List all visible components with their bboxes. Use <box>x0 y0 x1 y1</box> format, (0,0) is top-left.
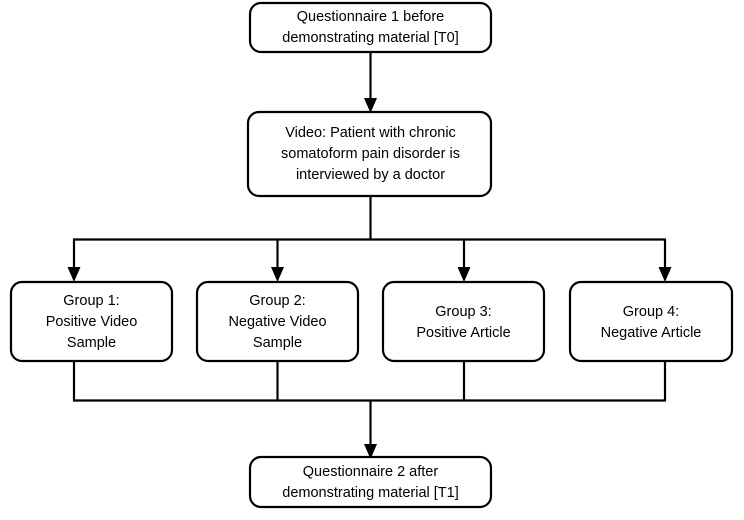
node-questionnaire-2-box <box>248 455 493 509</box>
node-group-3-box <box>381 280 546 363</box>
node-group-2-line-1: Group 2: <box>249 293 305 309</box>
node-video-line-3: interviewed by a doctor <box>296 167 445 183</box>
node-questionnaire-2-line-1: Questionnaire 2 after <box>303 464 439 480</box>
edge-groups-to-questionnaire2-bus <box>72 361 667 459</box>
arrow-head-icon <box>658 267 672 282</box>
node-group-1-box <box>9 280 174 363</box>
node-questionnaire-2-line-2: demonstrating material [T1] <box>282 485 459 501</box>
node-group-4-box <box>568 280 734 363</box>
node-questionnaire-1: Questionnaire 1 before demonstrating mat… <box>248 1 493 54</box>
arrow-head-icon <box>67 267 81 282</box>
node-group-2-line-3: Sample <box>253 335 302 351</box>
node-group-4: Group 4: Negative Article <box>568 280 734 363</box>
node-video-stimulus: Video: Patient with chronic somatoform p… <box>246 110 493 198</box>
node-group-1-line-3: Sample <box>67 335 116 351</box>
arrow-head-icon <box>364 98 377 113</box>
node-group-2: Group 2: Negative Video Sample <box>195 280 360 363</box>
node-video-line-2: somatoform pain disorder is <box>281 146 460 162</box>
node-group-1: Group 1: Positive Video Sample <box>9 280 174 363</box>
edge-video-to-groups-bus <box>67 196 672 282</box>
node-questionnaire-1-line-2: demonstrating material [T0] <box>282 30 459 46</box>
arrow-head-icon <box>364 444 377 459</box>
node-group-1-line-2: Positive Video <box>46 314 138 330</box>
node-questionnaire-1-line-1: Questionnaire 1 before <box>297 9 445 25</box>
node-group-4-line-1: Group 4: <box>623 304 679 320</box>
arrow-head-icon <box>457 267 471 282</box>
node-group-1-line-1: Group 1: <box>63 293 119 309</box>
node-video-line-1: Video: Patient with chronic <box>285 125 456 141</box>
node-questionnaire-1-box <box>248 1 493 54</box>
node-group-3-line-1: Group 3: <box>435 304 491 320</box>
arrow-head-icon <box>271 267 284 282</box>
node-video-stimulus-box <box>246 110 493 198</box>
node-questionnaire-2: Questionnaire 2 after demonstrating mate… <box>248 455 493 509</box>
node-group-3-line-2: Positive Article <box>416 325 510 341</box>
node-group-4-line-2: Negative Article <box>601 325 702 341</box>
node-group-2-box <box>195 280 360 363</box>
node-group-3: Group 3: Positive Article <box>381 280 546 363</box>
node-group-2-line-2: Negative Video <box>228 314 326 330</box>
edge-questionnaire1-to-video <box>364 52 377 113</box>
